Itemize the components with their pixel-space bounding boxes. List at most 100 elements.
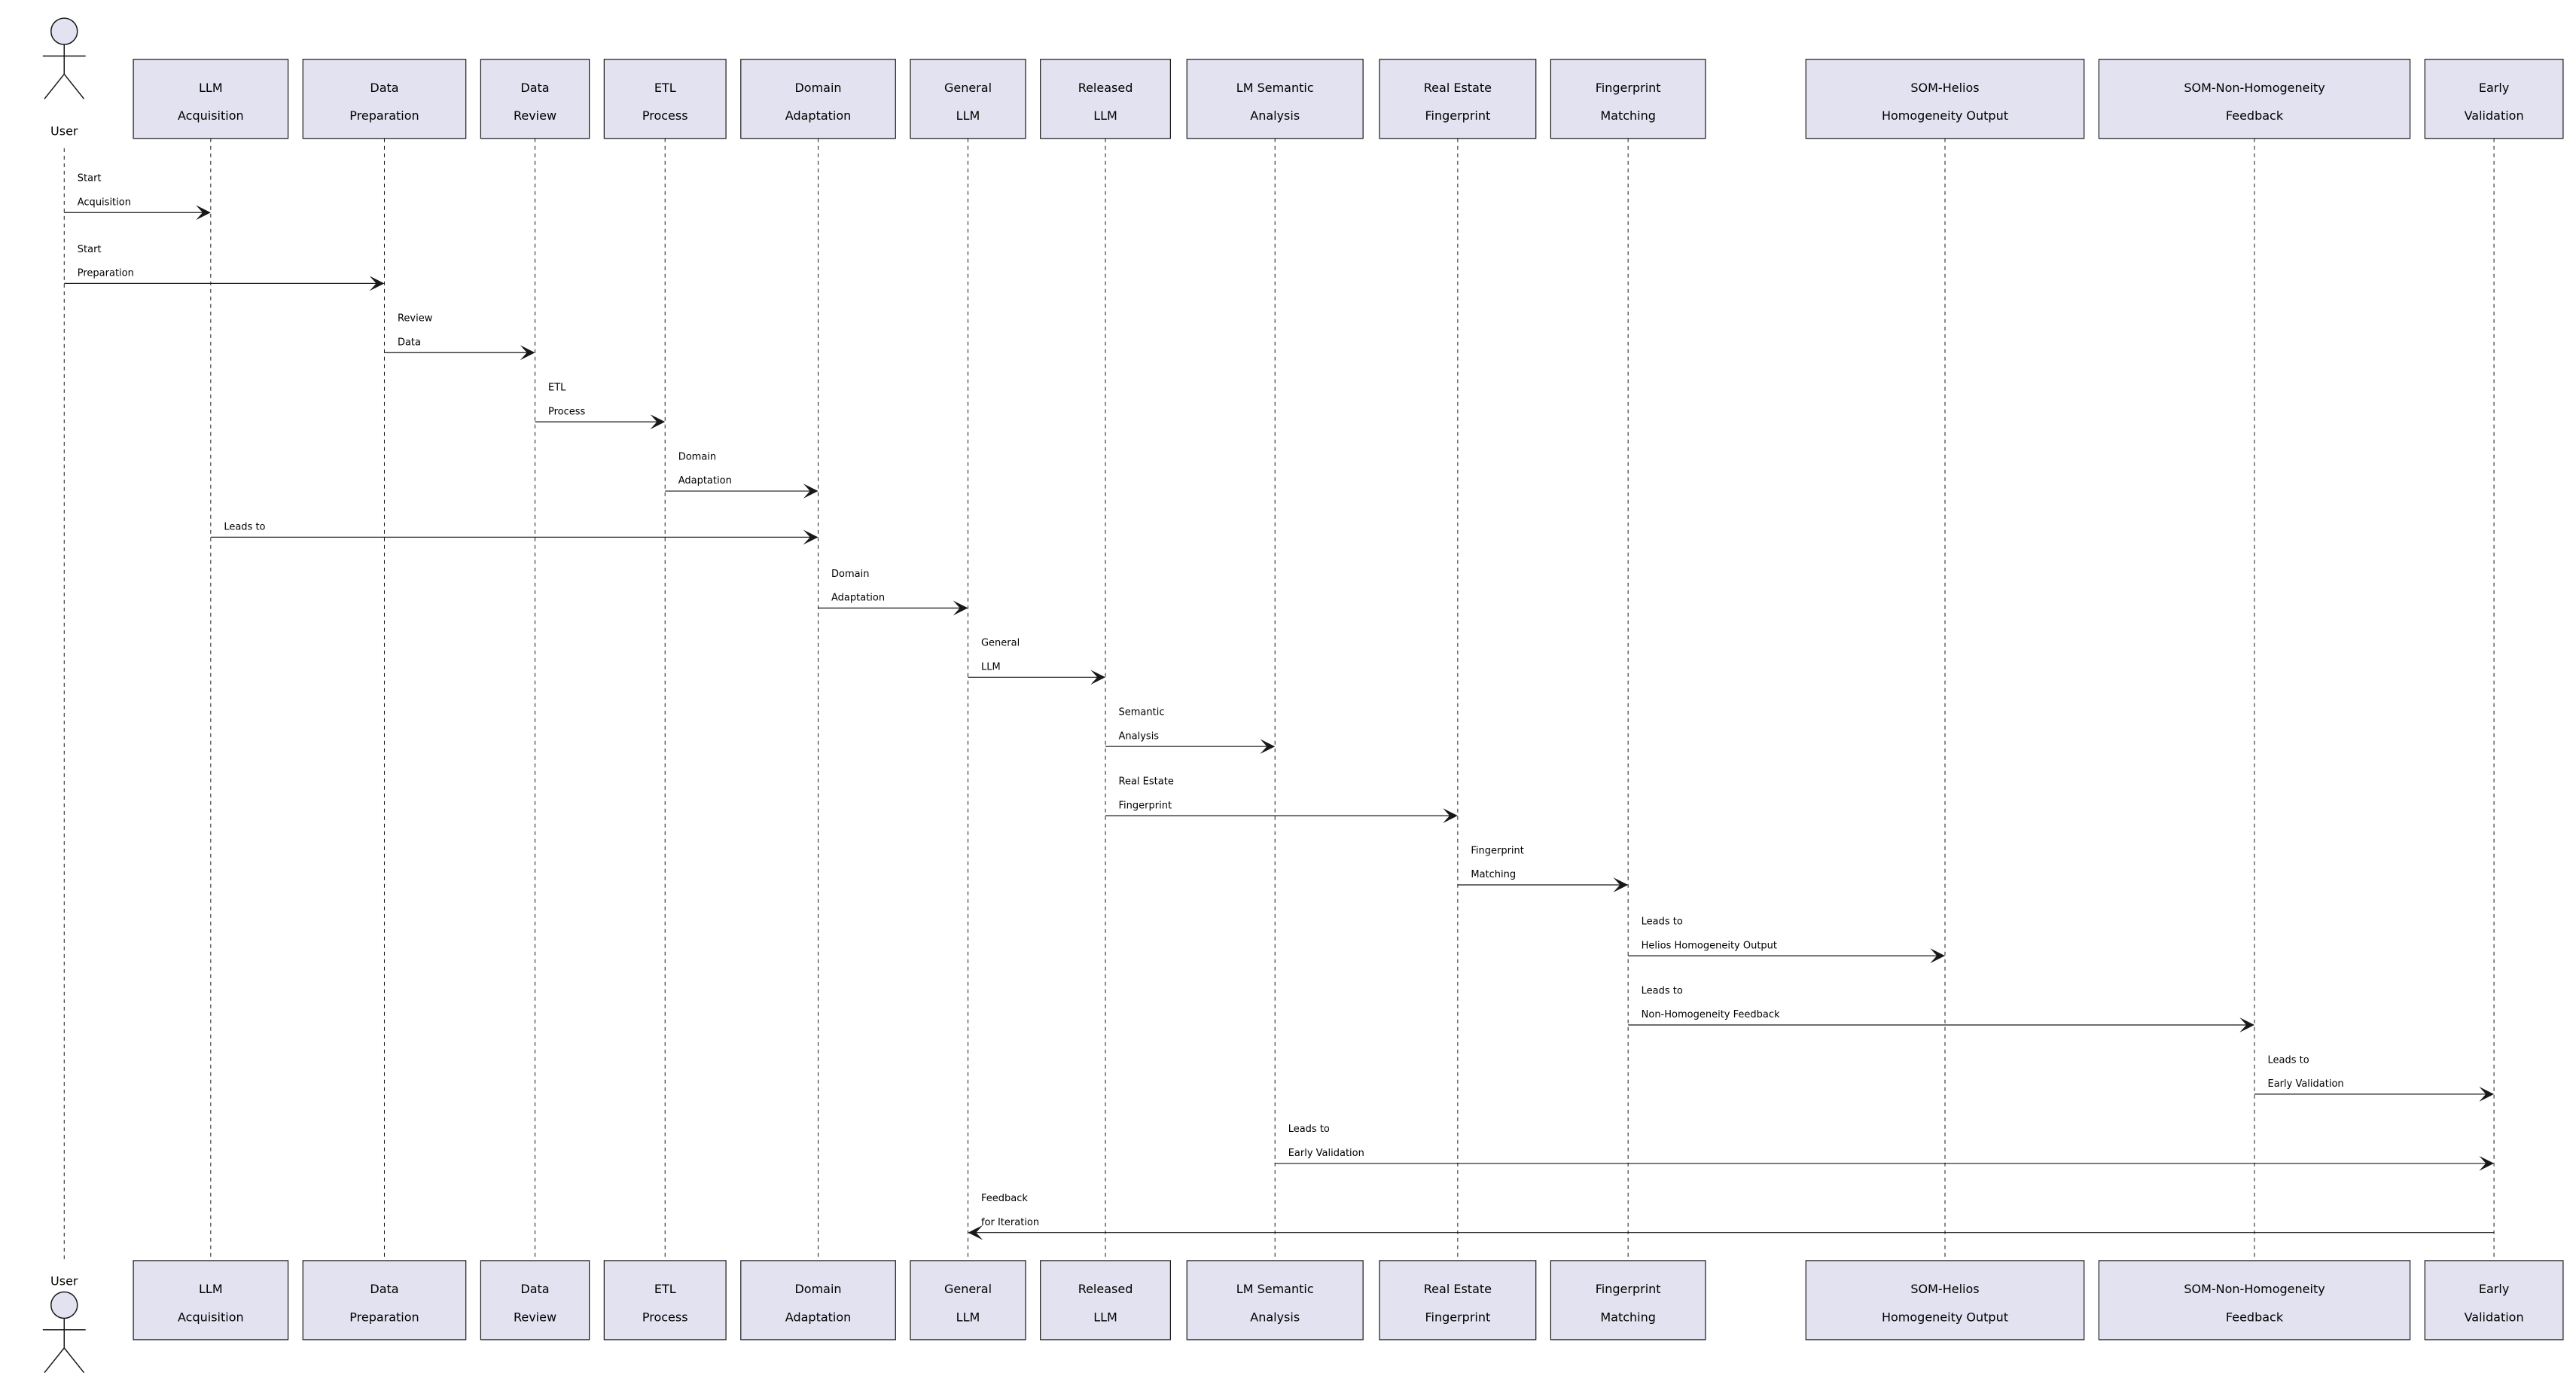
- actor-bottom-user: User: [42, 1274, 86, 1374]
- participant-bottom-etl-process: ETL Process: [603, 1260, 727, 1341]
- participant-label: SOM-Helios: [1910, 1282, 1979, 1296]
- participant-box: [603, 1260, 727, 1341]
- participant-box: [910, 1260, 1026, 1341]
- participant-box: [133, 1260, 289, 1341]
- message-label: for Iteration: [981, 1217, 1039, 1228]
- participant-label: Review: [514, 1310, 556, 1324]
- message-arrowhead: [1613, 877, 1629, 892]
- participant-label: Fingerprint: [1425, 108, 1490, 123]
- message-label: Preparation: [78, 268, 134, 279]
- participant-label: Fingerprint: [1596, 81, 1661, 95]
- message-label: Feedback: [981, 1193, 1028, 1204]
- participant-label: Released: [1078, 81, 1133, 95]
- participant-label: Homogeneity Output: [1882, 1310, 2008, 1324]
- message-label: Domain: [678, 451, 716, 462]
- participant-label: Fingerprint: [1596, 1282, 1661, 1296]
- participant-label: Analysis: [1250, 108, 1300, 123]
- actor-top-user: User: [42, 17, 86, 138]
- message-label: Start: [78, 244, 102, 255]
- participant-label: Domain: [794, 1282, 841, 1296]
- participant-label: Domain: [794, 81, 841, 95]
- participant-box: [133, 59, 289, 139]
- participant-label: Data: [520, 81, 549, 95]
- participant-label: SOM-Non-Homogeneity: [2184, 81, 2324, 95]
- message-label: Early Validation: [1288, 1148, 1364, 1159]
- participant-label: Real Estate: [1424, 81, 1492, 95]
- participants-top: LLMAcquisitionDataPreparationDataReviewE…: [133, 59, 2564, 139]
- participant-box: [1805, 1260, 2085, 1341]
- message-arrowhead: [803, 483, 819, 499]
- actor-label: User: [50, 1274, 78, 1289]
- participant-label: Feedback: [2226, 1310, 2284, 1324]
- participant-label: Early: [2479, 1282, 2509, 1296]
- participant-box: [302, 59, 467, 139]
- participant-box: [1379, 59, 1537, 139]
- participant-label: Data: [370, 81, 398, 95]
- message-arrowhead: [1090, 669, 1106, 685]
- actor-head: [50, 1291, 78, 1319]
- participant-top-etl-process: ETL Process: [603, 59, 727, 139]
- message-label: Semantic: [1119, 707, 1165, 718]
- participant-label: Adaptation: [785, 1310, 852, 1324]
- message-label: Domain: [831, 569, 869, 580]
- participant-label: Fingerprint: [1425, 1310, 1490, 1324]
- message-arrowhead: [2479, 1087, 2495, 1102]
- participant-box: [302, 1260, 467, 1341]
- message-label: Acquisition: [78, 197, 131, 208]
- participant-box: [2098, 1260, 2411, 1341]
- participant-label: Early: [2479, 81, 2509, 95]
- participant-label: Process: [642, 108, 688, 123]
- message-arrowhead: [2479, 1155, 2495, 1171]
- message-label: Adaptation: [831, 593, 885, 604]
- message-arrowhead: [520, 345, 535, 361]
- participant-label: SOM-Non-Homogeneity: [2184, 1282, 2324, 1296]
- message-arrowhead: [2239, 1017, 2255, 1032]
- message-label: Fingerprint: [1119, 800, 1172, 811]
- participant-label: Review: [514, 108, 556, 123]
- participant-box: [2424, 59, 2564, 139]
- participant-label: LLM: [956, 1310, 980, 1324]
- participant-label: Data: [370, 1282, 398, 1296]
- participant-box: [2098, 59, 2411, 139]
- participant-label: Real Estate: [1424, 1282, 1492, 1296]
- participant-label: LM Semantic: [1236, 1282, 1314, 1296]
- message-label: Analysis: [1119, 731, 1160, 742]
- participant-label: Preparation: [349, 1310, 419, 1324]
- message-arrowhead: [1443, 808, 1458, 823]
- participant-label: ETL: [654, 1282, 676, 1296]
- participant-label: SOM-Helios: [1910, 81, 1979, 95]
- participant-label: LLM: [199, 81, 223, 95]
- participant-box: [740, 1260, 896, 1341]
- participant-label: ETL: [654, 81, 676, 95]
- actor-right-leg: [63, 1347, 85, 1374]
- participant-label: General: [944, 81, 992, 95]
- message-arrowhead: [803, 529, 819, 545]
- message-label: ETL: [548, 383, 566, 394]
- participant-label: Feedback: [2226, 108, 2284, 123]
- message-arrowhead: [369, 276, 385, 291]
- message-leads-to: Leads to: [210, 521, 819, 545]
- message-arrowhead: [953, 600, 968, 616]
- participant-label: LLM: [1093, 108, 1117, 123]
- participant-label: Process: [642, 1310, 688, 1324]
